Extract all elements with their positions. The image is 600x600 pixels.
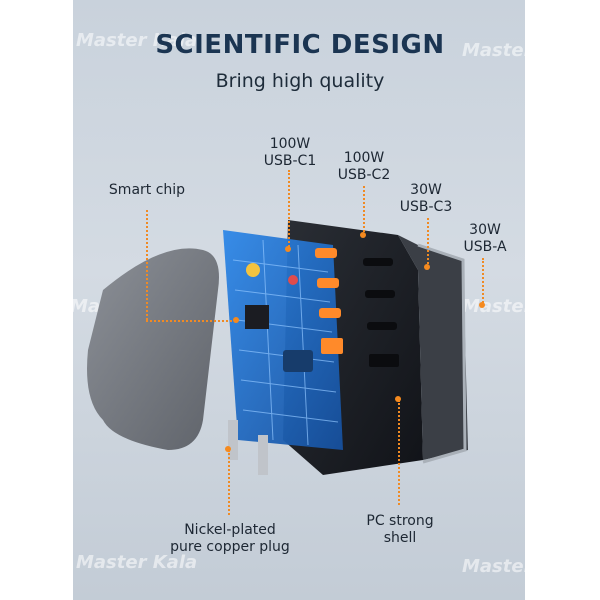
watermark-brand-bottom-left: Master Kala	[76, 552, 198, 573]
callout-usb-a: 30W USB-A	[455, 222, 515, 256]
page-subtitle: Bring high quality	[215, 70, 385, 92]
usb-c1-port-icon	[315, 248, 337, 258]
shell-line2: shell	[383, 530, 417, 546]
usb-c2-port: USB-C2	[337, 167, 391, 183]
callout-dot-smart-chip	[233, 317, 239, 323]
circuit-board	[223, 230, 343, 450]
usb-a-port: USB-A	[463, 239, 507, 255]
callout-line-usb-a	[482, 258, 484, 306]
charger-illustration	[87, 220, 468, 475]
smart-chip-icon	[245, 305, 269, 329]
watermark-brand-mid-right: Master Kala	[462, 296, 584, 317]
usb-c-port-icon	[363, 258, 393, 266]
page-title: SCIENTIFIC DESIGN	[155, 30, 445, 60]
watermark-brand: Master Kala	[76, 30, 198, 51]
watermark-logo-icon-mid	[24, 284, 70, 324]
callout-dot-usb-a	[479, 302, 485, 308]
watermark-brand-bottom-right: Master Kala	[462, 556, 584, 577]
callout-smart-chip: Smart chip	[108, 182, 186, 198]
watermark-brand-right: Master Kala	[462, 40, 584, 61]
usb-c2-port-icon	[317, 278, 339, 288]
callout-shell: PC strong shell	[355, 513, 445, 547]
callout-line-usb-c2	[363, 186, 365, 236]
plug-line1: Nickel-plated	[184, 522, 276, 538]
usb-c-port-icon	[365, 290, 395, 298]
callout-line-smart-chip	[146, 210, 148, 320]
usb-a-power: 30W	[469, 222, 501, 238]
callout-usb-c3: 30W USB-C3	[394, 182, 458, 216]
callout-plug: Nickel-plated pure copper plug	[160, 522, 300, 556]
usb-c2-power: 100W	[343, 150, 385, 166]
shell-line1: PC strong	[366, 513, 434, 529]
watermark-logo-icon	[24, 22, 70, 62]
watermark-logo-icon-bottom	[24, 540, 70, 580]
callout-hline-smart-chip	[146, 320, 236, 322]
callout-dot-shell	[395, 396, 401, 402]
callout-line-shell	[398, 400, 400, 505]
callout-usb-c2: 100W USB-C2	[332, 150, 396, 184]
plug-prongs	[228, 420, 268, 475]
usb-a-port-highlight-icon	[321, 338, 343, 354]
callout-line-usb-c1	[288, 170, 290, 250]
callout-usb-c1: 100W USB-C1	[258, 136, 322, 170]
callout-dot-usb-c1	[285, 246, 291, 252]
usb-c1-port: USB-C1	[263, 153, 317, 169]
usb-c3-power: 30W	[410, 182, 442, 198]
callout-line-usb-c3	[427, 218, 429, 268]
callout-dot-usb-c2	[360, 232, 366, 238]
usb-a-port-icon	[369, 354, 399, 367]
usb-c-port-icon	[367, 322, 397, 330]
callout-dot-usb-c3	[424, 264, 430, 270]
cover-plate	[87, 248, 219, 450]
plug-line2: pure copper plug	[170, 539, 290, 555]
usb-c3-port: USB-C3	[399, 199, 453, 215]
callout-dot-plug	[225, 446, 231, 452]
callout-line-plug	[228, 450, 230, 515]
usb-c1-power: 100W	[269, 136, 311, 152]
usb-c3-port-icon	[319, 308, 341, 318]
